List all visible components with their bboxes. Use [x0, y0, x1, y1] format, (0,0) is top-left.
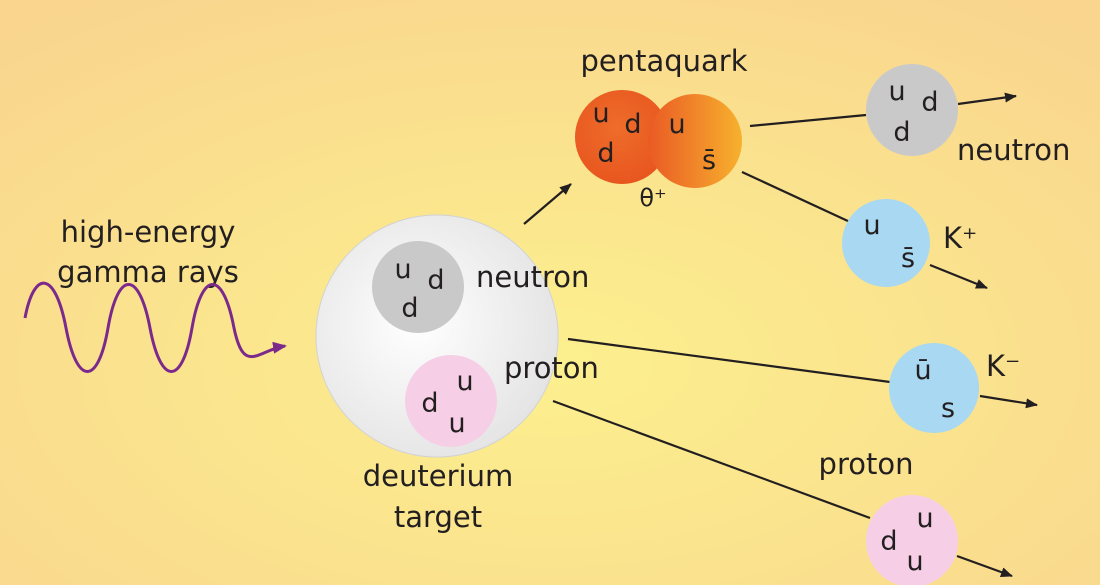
gamma-label-line2: gamma rays: [57, 255, 239, 289]
arrow-to-pentaquark: [523, 183, 572, 225]
gamma-wave: [23, 281, 287, 373]
out-proton-label: proton: [819, 447, 914, 481]
out-proton-quark-3: u: [906, 546, 923, 577]
out-proton-quark-1: u: [916, 503, 933, 534]
out-neutron-quark-2: d: [921, 87, 938, 118]
inner-neutron-quark-3: d: [401, 293, 418, 324]
inner-proton-quark-3: u: [448, 408, 465, 439]
gamma-ray-group: high-energy gamma rays: [23, 215, 287, 373]
out-proton-sphere: [866, 495, 958, 585]
pentaquark-quark-3: d: [597, 138, 614, 169]
inner-proton-sphere: [405, 355, 497, 447]
pentaquark-label: pentaquark: [580, 44, 747, 78]
arrow-k-plus-out: [929, 263, 988, 290]
inner-neutron-sphere: [372, 241, 464, 333]
pentaquark: pentaquark u d d u s̄ θ⁺: [575, 44, 748, 212]
arrow-k-minus-out: [979, 394, 1038, 409]
arrow-neutron-out: [957, 92, 1017, 106]
inner-proton-quark-1: u: [456, 366, 473, 397]
k-minus-quark-2: s: [941, 393, 955, 424]
gamma-label-line1: high-energy: [61, 215, 236, 249]
out-neutron: u d d neutron: [866, 64, 1070, 167]
inner-proton-quark-2: d: [421, 388, 438, 419]
arrow-proton-out: [956, 554, 1013, 578]
k-plus-quark-1: u: [863, 210, 880, 241]
deuterium-label-line1: deuterium: [363, 459, 513, 493]
pentaquark-right-sphere: [648, 94, 742, 188]
arrow-to-k-plus: [741, 171, 851, 223]
out-neutron-quark-3: d: [893, 117, 910, 148]
inner-neutron-quark-2: d: [427, 265, 444, 296]
k-minus-meson: ū s K⁻: [889, 343, 1020, 433]
inner-neutron-quark-1: u: [394, 254, 411, 285]
arrow-to-neutron: [749, 113, 867, 128]
k-plus-label: K⁺: [943, 221, 977, 255]
k-plus-sphere: [842, 199, 930, 287]
out-proton-quark-2: d: [880, 526, 897, 557]
out-neutron-label: neutron: [957, 133, 1070, 167]
pentaquark-quark-1: u: [592, 98, 609, 129]
k-minus-sphere: [889, 343, 979, 433]
k-minus-quark-1: ū: [914, 355, 931, 386]
theta-plus-label: θ⁺: [639, 184, 666, 212]
deuterium-label-line2: target: [394, 500, 482, 534]
arrow-to-k-minus: [567, 337, 891, 384]
inner-neutron-label: neutron: [476, 260, 589, 294]
out-neutron-sphere: [866, 64, 958, 156]
inner-proton-label: proton: [504, 351, 599, 385]
pentaquark-left-sphere: [575, 90, 669, 184]
arrow-to-proton: [552, 399, 871, 520]
k-plus-quark-2: s̄: [901, 243, 915, 274]
k-plus-meson: u s̄ K⁺: [842, 199, 977, 287]
out-neutron-quark-1: u: [888, 76, 905, 107]
pentaquark-quark-4: u: [668, 109, 685, 140]
out-proton: proton u d u: [819, 447, 958, 585]
pentaquark-quark-5: s̄: [702, 145, 716, 176]
k-minus-label: K⁻: [986, 349, 1020, 383]
deuterium-target: u d d neutron u d u proton deuterium tar…: [315, 214, 599, 534]
pentaquark-quark-2: d: [624, 109, 641, 140]
